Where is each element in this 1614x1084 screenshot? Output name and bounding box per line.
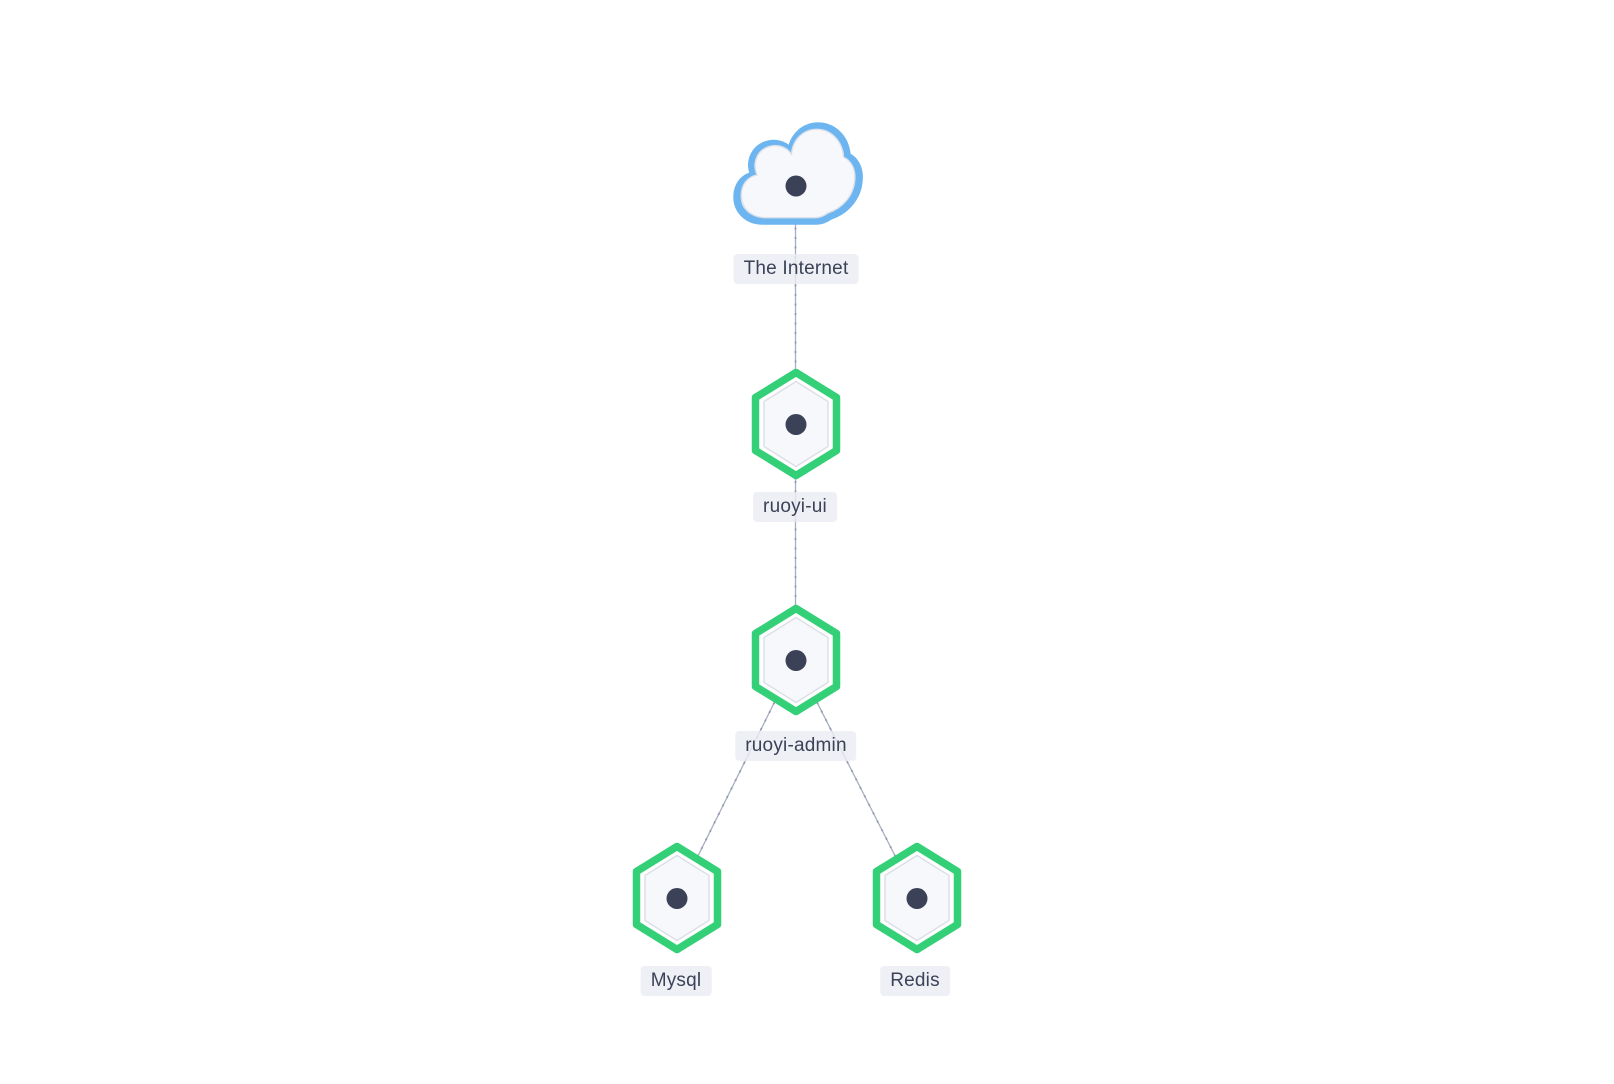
hexagon-service-icon (751, 604, 840, 716)
node-core-dot (785, 650, 806, 671)
hexagon-service-icon (751, 368, 840, 480)
node-label-mysql: Mysql (640, 966, 712, 996)
node-core-dot (666, 888, 688, 909)
node-mysql[interactable] (632, 842, 722, 954)
node-redis[interactable] (872, 842, 962, 954)
hexagon-service-icon (872, 842, 961, 954)
node-core-dot (785, 414, 806, 435)
node-label-redis: Redis (880, 966, 950, 996)
node-internet[interactable] (733, 120, 863, 226)
node-label-internet: The Internet (733, 254, 859, 284)
node-label-ruoyi-ui: ruoyi-ui (753, 492, 837, 522)
node-label-ruoyi-admin: ruoyi-admin (735, 731, 857, 761)
cloud-icon (733, 122, 863, 225)
hexagon-service-icon (632, 842, 722, 954)
node-core-dot (785, 175, 807, 197)
node-ruoyi-ui[interactable] (751, 368, 841, 480)
node-core-dot (906, 888, 927, 909)
node-ruoyi-admin[interactable] (751, 604, 841, 716)
